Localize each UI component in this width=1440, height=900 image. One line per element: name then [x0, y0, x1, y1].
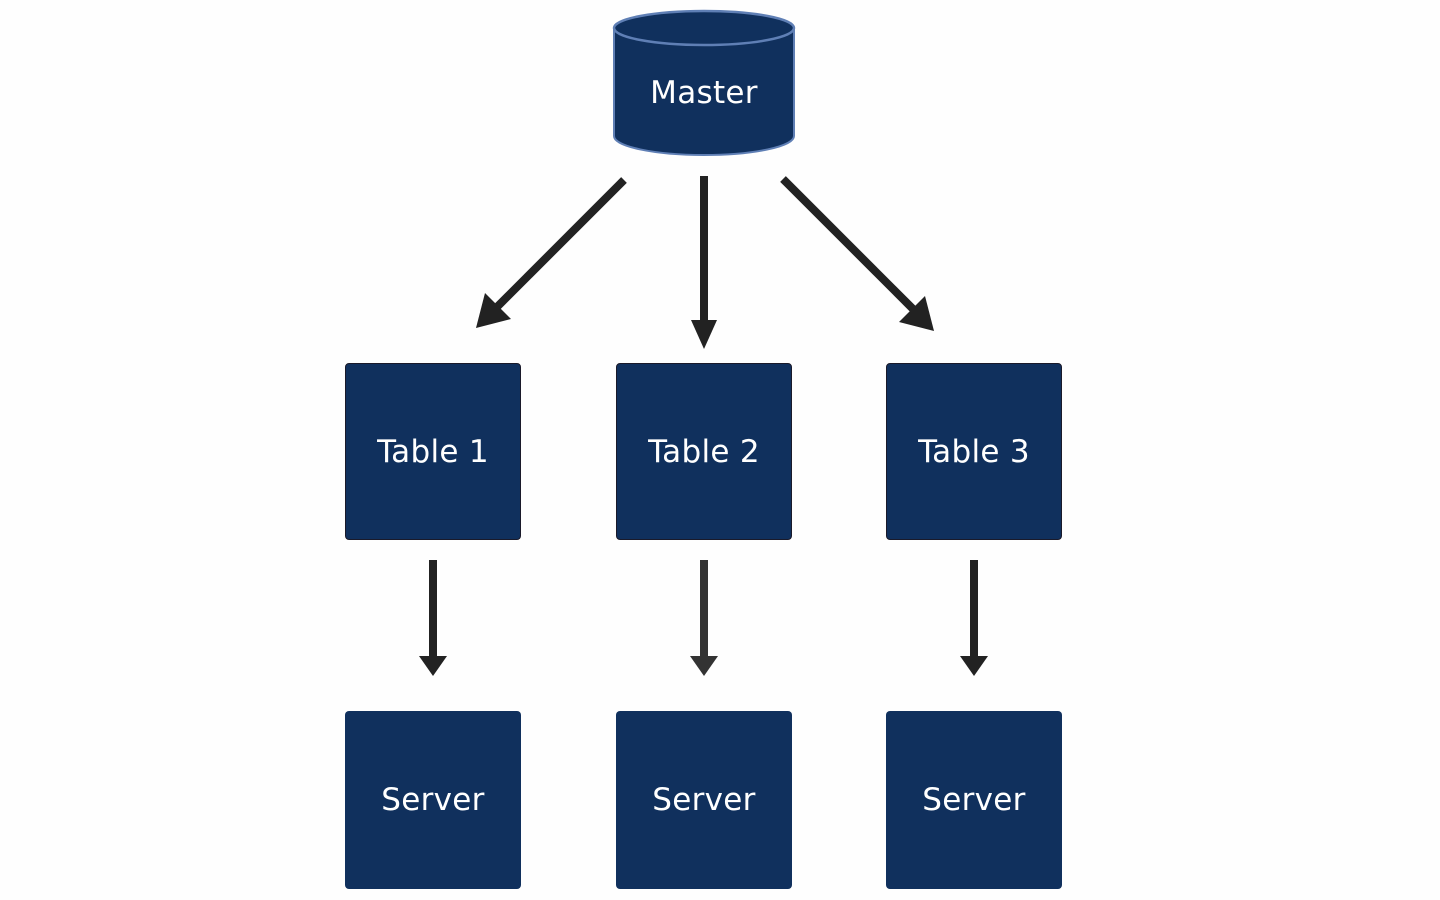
table-3-node: Table 3: [886, 363, 1062, 540]
server-2-label: Server: [652, 782, 756, 818]
table-3-label: Table 3: [918, 433, 1030, 470]
arrow-table-1-to-server: [419, 560, 447, 676]
server-2-node: Server: [616, 711, 792, 889]
master-label: Master: [650, 75, 758, 111]
arrow-table-3-to-server: [960, 560, 988, 676]
table-1-node: Table 1: [345, 363, 521, 540]
server-1-node: Server: [345, 711, 521, 889]
arrow-master-to-table-2: [691, 176, 717, 349]
table-1-label: Table 1: [377, 433, 489, 470]
master-database-node: Master: [612, 9, 796, 157]
arrow-master-to-table-1: [476, 177, 627, 328]
arrow-master-to-table-3: [780, 176, 934, 331]
database-cylinder-icon: [612, 9, 796, 156]
arrow-table-2-to-server: [690, 560, 718, 676]
server-1-label: Server: [381, 782, 485, 818]
server-3-label: Server: [922, 782, 1026, 818]
server-3-node: Server: [886, 711, 1062, 889]
table-2-label: Table 2: [648, 433, 760, 470]
table-2-node: Table 2: [616, 363, 792, 540]
